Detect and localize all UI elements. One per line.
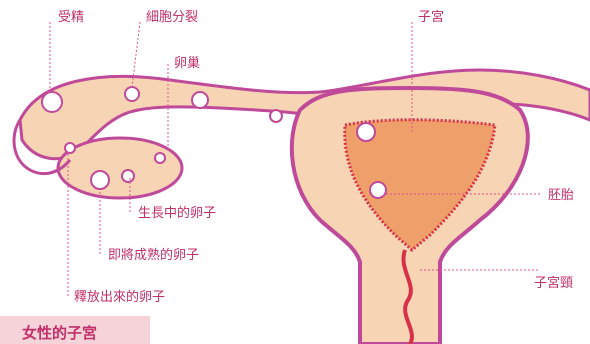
diagram-title: 女性的子宮 [22, 322, 97, 343]
label-division: 細胞分裂 [146, 10, 198, 26]
egg-tube-2 [270, 110, 282, 122]
egg-ovary-3 [155, 153, 165, 163]
egg-ovary-1 [91, 171, 109, 189]
label-fertilized: 受精 [58, 10, 84, 26]
label-released-egg: 釋放出來的卵子 [74, 290, 165, 306]
label-growing-egg: 生長中的卵子 [138, 206, 216, 222]
egg-tube-1 [192, 92, 208, 108]
label-cervix: 子宮頸 [534, 276, 573, 292]
egg-ovary-2 [122, 170, 134, 182]
embryo-egg [370, 182, 386, 198]
label-maturing-egg: 即將成熟的卵子 [108, 248, 199, 264]
label-embryo: 胚胎 [548, 188, 574, 204]
label-uterus: 子宮 [418, 10, 444, 26]
egg-uterus [357, 123, 375, 141]
egg-fertilized [42, 92, 62, 112]
egg-dividing [125, 87, 139, 101]
egg-released [65, 143, 75, 153]
label-ovary: 卵巢 [174, 56, 200, 72]
ovary-body [58, 138, 182, 198]
